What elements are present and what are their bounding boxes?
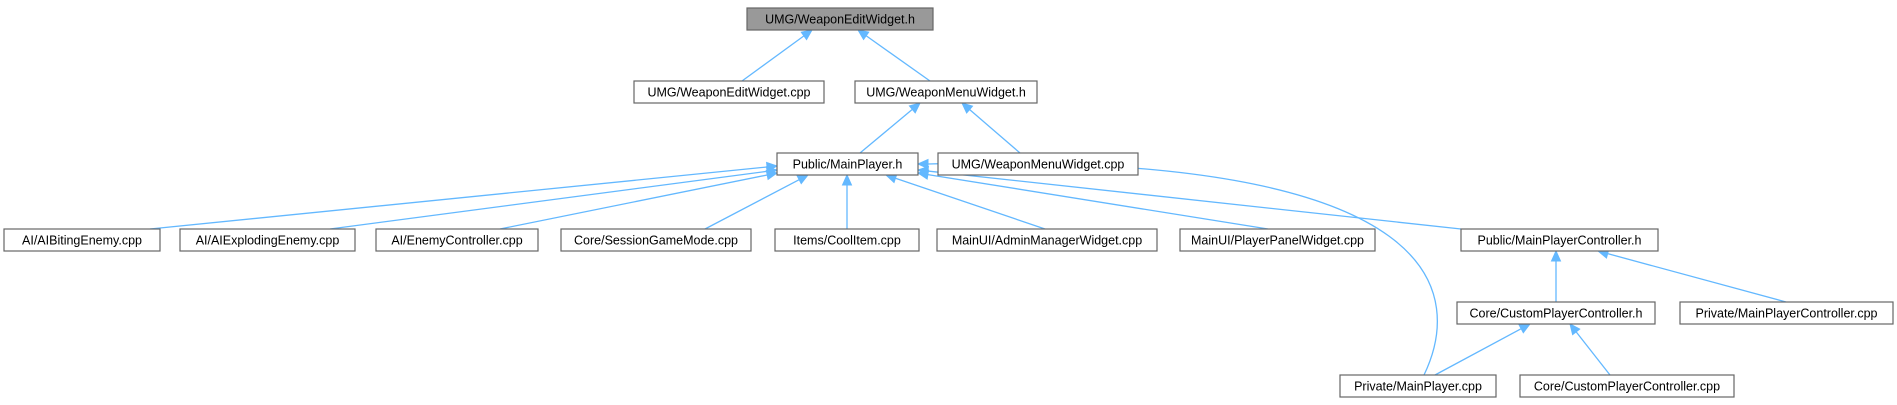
- edge-line: [895, 177, 1046, 230]
- node-label: Items/CoolItem.cpp: [793, 234, 901, 248]
- graph-node-n11[interactable]: MainUI/PlayerPanelWidget.cpp: [1179, 228, 1376, 252]
- node-box: [774, 228, 920, 252]
- graph-node-n8[interactable]: Core/SessionGameMode.cpp: [560, 228, 752, 252]
- nodes-layer: UMG/WeaponEditWidget.hUMG/WeaponEditWidg…: [3, 7, 1894, 398]
- edge-n7-to-n3: [499, 169, 779, 230]
- node-label: MainUI/PlayerPanelWidget.cpp: [1191, 234, 1364, 248]
- edge-arrowhead: [796, 174, 810, 185]
- edge-line: [329, 170, 768, 230]
- edge-n4-to-n2: [961, 102, 1021, 154]
- node-label: Public/MainPlayer.h: [793, 158, 903, 172]
- edge-n14-to-n12: [1596, 248, 1787, 303]
- edge-line: [1434, 328, 1522, 376]
- node-label: MainUI/AdminManagerWidget.cpp: [952, 234, 1142, 248]
- node-box: [746, 7, 934, 31]
- graph-node-n13[interactable]: Core/CustomPlayerController.h: [1456, 301, 1656, 325]
- node-box: [1339, 374, 1497, 398]
- graph-node-n10[interactable]: MainUI/AdminManagerWidget.cpp: [936, 228, 1158, 252]
- edge-line: [1607, 252, 1787, 303]
- edge-arrowhead: [841, 173, 853, 186]
- edge-arrowhead: [800, 29, 813, 41]
- edge-line: [741, 35, 805, 82]
- edge-arrowhead: [765, 169, 779, 181]
- edge-n6-to-n3: [329, 166, 779, 230]
- node-box: [1456, 301, 1656, 325]
- edge-arrowhead: [1518, 323, 1532, 334]
- node-box: [179, 228, 356, 252]
- edge-n10-to-n3: [884, 173, 1046, 230]
- edge-n5-to-n3: [149, 161, 779, 230]
- edge-n15-to-n13: [1434, 323, 1532, 376]
- node-label: AI/EnemyController.cpp: [391, 234, 522, 248]
- edge-arrowhead: [961, 102, 974, 114]
- graph-node-n2[interactable]: UMG/WeaponMenuWidget.h: [854, 80, 1038, 104]
- node-label: Private/MainPlayerController.cpp: [1695, 307, 1877, 321]
- edge-arrowhead: [908, 102, 921, 114]
- node-box: [633, 80, 825, 104]
- node-box: [1179, 228, 1376, 252]
- edge-line: [149, 166, 768, 230]
- node-label: UMG/WeaponEditWidget.cpp: [647, 86, 810, 100]
- edge-arrowhead: [857, 29, 870, 41]
- node-label: Core/CustomPlayerController.cpp: [1534, 380, 1720, 394]
- edge-n1-to-n0: [741, 29, 813, 82]
- node-label: Core/CustomPlayerController.h: [1470, 307, 1643, 321]
- edge-n16-to-n13: [1569, 323, 1611, 376]
- edge-n2-to-n0: [857, 29, 931, 82]
- edge-n11-to-n3: [916, 169, 1269, 230]
- node-label: UMG/WeaponMenuWidget.h: [866, 86, 1026, 100]
- graph-node-n4[interactable]: UMG/WeaponMenuWidget.cpp: [937, 152, 1139, 176]
- node-box: [854, 80, 1038, 104]
- edge-n12-to-n3: [916, 165, 1462, 230]
- edge-line: [499, 174, 768, 230]
- edge-line: [927, 173, 1269, 230]
- node-box: [1519, 374, 1735, 398]
- edge-n3-to-n2: [859, 102, 921, 154]
- node-label: UMG/WeaponMenuWidget.cpp: [952, 158, 1125, 172]
- graph-node-n5[interactable]: AI/AIBitingEnemy.cpp: [3, 228, 161, 252]
- edge-arrowhead: [1550, 249, 1562, 262]
- edge-n8-to-n3: [704, 174, 810, 230]
- node-label: AI/AIExplodingEnemy.cpp: [196, 234, 340, 248]
- node-label: UMG/WeaponEditWidget.h: [765, 13, 915, 27]
- graph-node-n0[interactable]: UMG/WeaponEditWidget.h: [746, 7, 934, 31]
- node-box: [375, 228, 539, 252]
- node-label: AI/AIBitingEnemy.cpp: [22, 234, 142, 248]
- graph-node-n14[interactable]: Private/MainPlayerController.cpp: [1679, 301, 1894, 325]
- edge-line: [969, 109, 1021, 154]
- node-box: [1679, 301, 1894, 325]
- graph-node-n12[interactable]: Public/MainPlayerController.h: [1460, 228, 1659, 252]
- edge-n13-to-n12: [1550, 249, 1562, 302]
- node-box: [560, 228, 752, 252]
- graph-node-n7[interactable]: AI/EnemyController.cpp: [375, 228, 539, 252]
- node-box: [1460, 228, 1659, 252]
- graph-node-n6[interactable]: AI/AIExplodingEnemy.cpp: [179, 228, 356, 252]
- edge-line: [927, 162, 1438, 376]
- edge-n15-to-n3: [916, 158, 1438, 376]
- graph-node-n16[interactable]: Core/CustomPlayerController.cpp: [1519, 374, 1735, 398]
- edge-arrowhead: [1569, 323, 1581, 336]
- node-box: [3, 228, 161, 252]
- edge-line: [859, 108, 913, 154]
- edge-line: [1575, 331, 1611, 376]
- node-label: Public/MainPlayerController.h: [1478, 234, 1642, 248]
- edge-line: [704, 179, 800, 230]
- edge-line: [927, 170, 1462, 230]
- graph-node-n1[interactable]: UMG/WeaponEditWidget.cpp: [633, 80, 825, 104]
- node-box: [776, 152, 919, 176]
- edge-arrowhead: [916, 165, 930, 177]
- graph-node-n15[interactable]: Private/MainPlayer.cpp: [1339, 374, 1497, 398]
- edge-n9-to-n3: [841, 173, 853, 229]
- node-box: [936, 228, 1158, 252]
- graph-node-n9[interactable]: Items/CoolItem.cpp: [774, 228, 920, 252]
- edge-arrowhead: [916, 158, 929, 170]
- edge-line: [865, 35, 931, 82]
- node-box: [937, 152, 1139, 176]
- node-label: Core/SessionGameMode.cpp: [574, 234, 738, 248]
- node-label: Private/MainPlayer.cpp: [1354, 380, 1482, 394]
- graph-node-n3[interactable]: Public/MainPlayer.h: [776, 152, 919, 176]
